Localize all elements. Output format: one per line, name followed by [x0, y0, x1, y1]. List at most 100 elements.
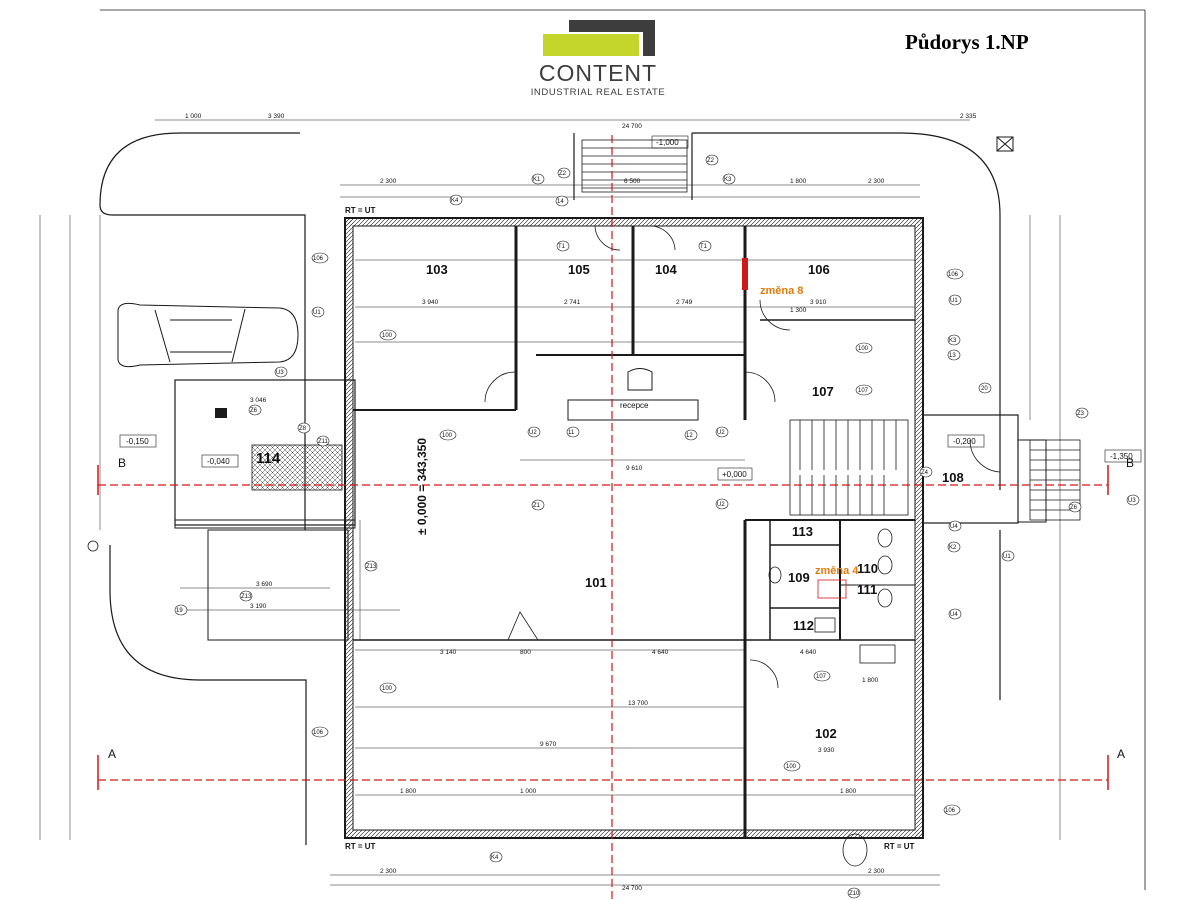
- svg-text:-0,150: -0,150: [126, 437, 149, 446]
- dimension-value: 1 800: [790, 178, 807, 185]
- svg-text:U2: U2: [717, 430, 725, 436]
- svg-text:107: 107: [858, 388, 869, 394]
- change-note-4: změna 4: [815, 565, 859, 577]
- level-box: -0,200: [947, 434, 985, 448]
- room-label: 107: [812, 384, 834, 399]
- dimension-value: 2 749: [676, 299, 693, 306]
- tag-marker: U2: [527, 426, 541, 438]
- svg-text:Z6: Z6: [1070, 505, 1078, 511]
- tag-marker: Z6: [248, 404, 262, 416]
- svg-text:107: 107: [816, 674, 827, 680]
- tag-marker: 100: [379, 329, 397, 341]
- sanitary-fixtures: [87, 528, 896, 867]
- tag-marker: U4: [948, 520, 962, 532]
- level-box: -1,000: [651, 135, 689, 149]
- dimension-value: 3 910: [810, 299, 827, 306]
- dimension-value: 3 190: [250, 603, 267, 610]
- tag-marker: Z4: [919, 466, 933, 478]
- section-label-a: A: [1117, 747, 1125, 761]
- tag-marker: 12: [684, 429, 698, 441]
- level-box: -1,350: [1104, 449, 1142, 463]
- rt-ut-label: RT = UT: [345, 206, 376, 215]
- svg-text:Z2: Z2: [559, 171, 567, 177]
- tag-marker: 11: [566, 426, 580, 438]
- tag-marker: K4: [489, 851, 503, 863]
- room-label: 111: [857, 582, 877, 597]
- company-logo-subtitle: INDUSTRIAL REAL ESTATE: [530, 87, 666, 98]
- svg-text:100: 100: [382, 333, 393, 339]
- tag-marker: 100: [439, 429, 457, 441]
- level-box: -0,040: [201, 454, 239, 468]
- doors: [484, 225, 1001, 689]
- svg-text:Z11: Z11: [318, 439, 329, 445]
- rt-ut-label: RT = UT: [884, 842, 915, 851]
- tag-marker: 19: [174, 604, 188, 616]
- svg-text:106: 106: [313, 730, 324, 736]
- svg-text:K1: K1: [533, 177, 541, 183]
- svg-text:T1: T1: [700, 244, 708, 250]
- tag-marker: 107: [855, 384, 873, 396]
- dimension-value: 24 700: [622, 123, 642, 130]
- building-walls: [174, 217, 1047, 839]
- svg-text:U1: U1: [1003, 554, 1011, 560]
- svg-text:U2: U2: [529, 430, 537, 436]
- tag-marker: Z13: [364, 560, 378, 572]
- tag-marker: Z3: [1075, 407, 1089, 419]
- svg-text:Z13: Z13: [241, 594, 252, 600]
- tag-marker: K4: [449, 194, 463, 206]
- dimension-value: 13 700: [628, 700, 648, 707]
- svg-text:-0,040: -0,040: [207, 457, 230, 466]
- room-label: 106: [808, 262, 830, 277]
- svg-text:106: 106: [945, 808, 956, 814]
- dimension-value: 3 046: [250, 397, 267, 404]
- tag-marker: 106: [311, 726, 329, 738]
- svg-text:U3: U3: [276, 370, 284, 376]
- tag-marker: U1: [1001, 550, 1015, 562]
- section-label-b: B: [1126, 456, 1134, 470]
- tag-marker: U3: [274, 366, 288, 378]
- dimension-value: 3 690: [256, 581, 273, 588]
- svg-text:Z4: Z4: [921, 470, 929, 476]
- svg-text:Z2: Z2: [707, 158, 715, 164]
- hatched-area-114: [251, 444, 343, 491]
- room-label: 109: [788, 570, 810, 585]
- room-label: 114: [256, 450, 281, 467]
- vent-symbol: [996, 136, 1014, 152]
- tag-marker: K2: [947, 541, 961, 553]
- tag-marker: U3: [1126, 494, 1140, 506]
- dimension-value: 4 640: [800, 649, 817, 656]
- tag-marker: 106: [943, 804, 961, 816]
- tag-marker: Z13: [239, 590, 253, 602]
- tag-marker: 20: [978, 382, 992, 394]
- svg-text:11: 11: [568, 430, 575, 436]
- svg-text:14: 14: [557, 199, 564, 205]
- dimension-value: 1 000: [520, 788, 537, 795]
- svg-text:-1,000: -1,000: [656, 138, 679, 147]
- room-label: 110: [857, 561, 878, 576]
- dimension-value: 800: [520, 649, 531, 656]
- tag-marker: Z8: [297, 422, 311, 434]
- svg-text:K3: K3: [949, 338, 957, 344]
- svg-text:106: 106: [948, 272, 959, 278]
- tag-marker: 100: [855, 342, 873, 354]
- tag-marker: Z11: [316, 435, 330, 447]
- svg-text:-1,350: -1,350: [1110, 452, 1133, 461]
- tag-marker: Z10: [847, 887, 861, 899]
- svg-text:Z10: Z10: [849, 891, 860, 897]
- dimension-value: 2 741: [564, 299, 581, 306]
- page-title: Půdorys 1.NP: [905, 30, 1029, 54]
- svg-text:T1: T1: [558, 244, 566, 250]
- level-box: -0,150: [119, 434, 157, 448]
- tag-marker: U1: [948, 294, 962, 306]
- svg-text:U1: U1: [950, 298, 958, 304]
- tag-marker: U2: [715, 426, 729, 438]
- tag-marker: 106: [946, 268, 964, 280]
- svg-text:12: 12: [686, 433, 693, 439]
- stairs: [581, 139, 1081, 521]
- reception-label: recepce: [620, 401, 649, 410]
- dimension-value: 1 000: [185, 113, 202, 120]
- rt-ut-label: RT = UT: [345, 842, 376, 851]
- section-label-b: B: [118, 456, 126, 470]
- dimension-value: 1 800: [840, 788, 857, 795]
